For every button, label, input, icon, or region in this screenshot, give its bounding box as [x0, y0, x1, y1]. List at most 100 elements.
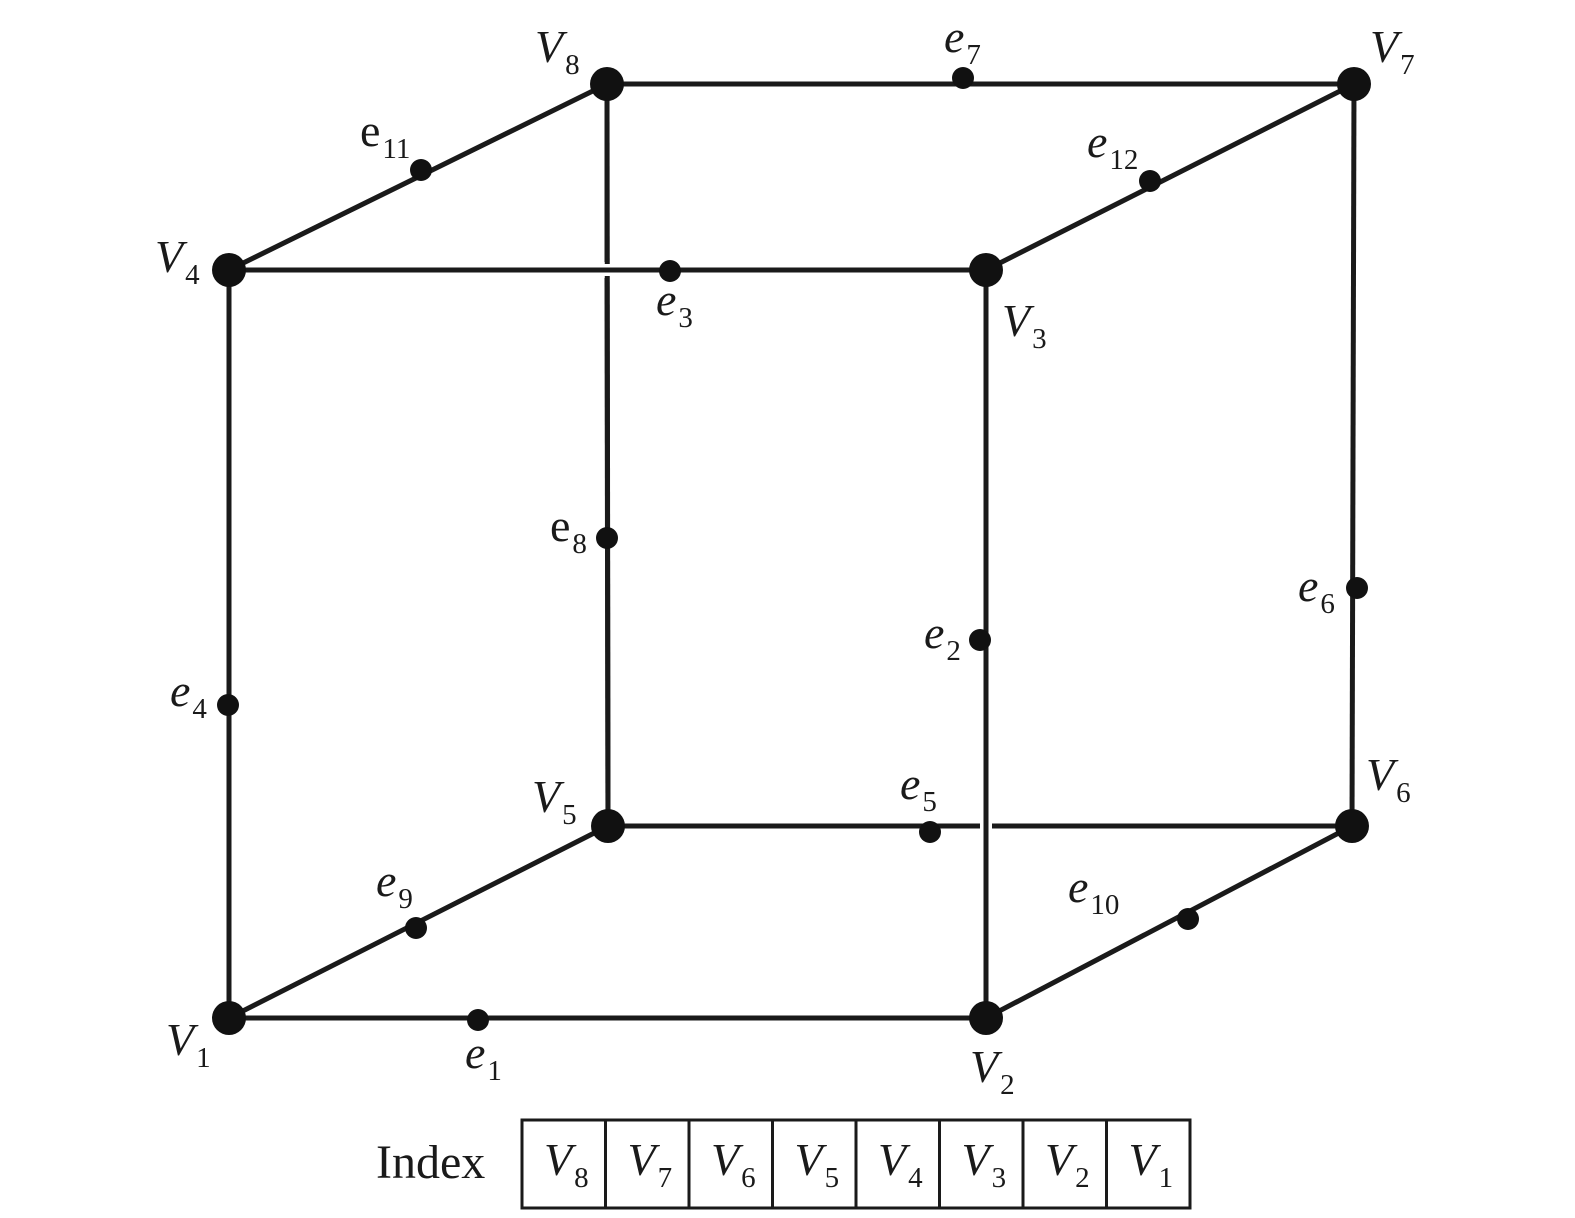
- index-cell-label: V1: [1129, 1134, 1174, 1194]
- edge-label-e5-subscript: 5: [922, 786, 937, 818]
- edge-midpoint-e2: [969, 629, 991, 651]
- edge-label-e4-subscript: 4: [192, 693, 207, 725]
- edge-label-e12-letter: e: [1087, 116, 1107, 167]
- edge-midpoint-e8: [596, 527, 618, 549]
- edge-midpoint-e5: [919, 821, 941, 843]
- edge-label-e11-subscript: 11: [382, 133, 410, 165]
- edge-label-e6: e6: [1298, 560, 1335, 620]
- edge-midpoint-e9: [405, 917, 427, 939]
- edge-label-e6-letter: e: [1298, 560, 1318, 611]
- index-cell-label-letter: V: [795, 1134, 828, 1185]
- edge-label-e2-subscript: 2: [946, 635, 961, 667]
- index-cell-label-letter: V: [628, 1134, 661, 1185]
- vertex-label-V6-letter: V: [1366, 749, 1399, 800]
- edge-label-e3: e3: [656, 274, 693, 334]
- index-cell: V1: [1105, 1118, 1192, 1210]
- vertex-V7: [1337, 67, 1371, 101]
- edge-label-e10: e10: [1068, 861, 1119, 921]
- index-cell-label-subscript: 5: [825, 1162, 840, 1194]
- edge-midpoint-e12: [1139, 170, 1161, 192]
- index-cell-box: [604, 1118, 691, 1210]
- vertices-layer: [212, 67, 1371, 1035]
- index-cell-label: V3: [962, 1134, 1007, 1194]
- edge-label-e11: e11: [360, 105, 410, 165]
- edge-midpoint-e7: [952, 67, 974, 89]
- index-cell-box: [854, 1118, 941, 1210]
- edge-label-e2: e2: [924, 607, 961, 667]
- index-cell-label-subscript: 6: [741, 1162, 756, 1194]
- index-cell-label-letter: V: [1045, 1134, 1078, 1185]
- vertex-label-V7-letter: V: [1370, 21, 1403, 72]
- edge-label-e7-subscript: 7: [966, 39, 981, 71]
- edge-e10: [984, 823, 1354, 1021]
- index-cell-box: [938, 1118, 1025, 1210]
- vertex-label-V4: V4: [155, 231, 200, 291]
- index-cell: V5: [771, 1118, 858, 1210]
- vertex-V8: [590, 67, 624, 101]
- vertex-V5: [591, 809, 625, 843]
- vertex-label-V8-letter: V: [535, 21, 568, 72]
- edge-label-e9-letter: e: [376, 855, 396, 906]
- edge-label-e8-subscript: 8: [572, 528, 587, 560]
- index-cell-label-letter: V: [1129, 1134, 1162, 1185]
- vertex-label-V2: V2: [970, 1041, 1015, 1101]
- vertex-label-V3-letter: V: [1002, 295, 1035, 346]
- vertex-label-V7: V7: [1370, 21, 1415, 81]
- edge-label-e4: e4: [170, 665, 207, 725]
- edge-label-e6-subscript: 6: [1320, 588, 1335, 620]
- vertex-label-V8: V8: [535, 21, 580, 81]
- edge-midpoint-e11: [410, 159, 432, 181]
- index-cell: V3: [938, 1118, 1025, 1210]
- index-cell-box: [771, 1118, 858, 1210]
- index-cell-label: V8: [544, 1134, 589, 1194]
- vertex-label-V1-letter: V: [166, 1014, 199, 1065]
- vertex-label-V1-subscript: 1: [196, 1042, 211, 1074]
- vertex-V2: [969, 1001, 1003, 1035]
- edge-midpoint-e4: [217, 694, 239, 716]
- edge-label-e12-subscript: 12: [1109, 144, 1138, 176]
- edges-layer: [226, 81, 1357, 1021]
- vertex-label-V3: V3: [1002, 295, 1047, 355]
- edge-label-e7: e7: [944, 11, 981, 71]
- edge-label-e2-letter: e: [924, 607, 944, 658]
- edge-midpoint-e10: [1177, 908, 1199, 930]
- edge-label-e1-letter: e: [465, 1027, 485, 1078]
- vertex-label-V3-subscript: 3: [1032, 323, 1047, 355]
- edge-label-e8-letter: e: [550, 500, 570, 551]
- index-cell-label: V7: [628, 1134, 673, 1194]
- edge-e6: [1349, 83, 1357, 827]
- edge-e12: [984, 81, 1356, 273]
- vertex-label-V7-subscript: 7: [1400, 49, 1415, 81]
- edge-label-e10-letter: e: [1068, 861, 1088, 912]
- index-cell: V4: [854, 1118, 941, 1210]
- edge-e8-lower: [604, 277, 611, 827]
- index-cell: V8: [520, 1118, 607, 1210]
- vertex-label-V8-subscript: 8: [565, 49, 580, 81]
- vertex-V3: [969, 253, 1003, 287]
- index-cell-label-subscript: 7: [658, 1162, 673, 1194]
- index-cell-label-subscript: 3: [992, 1162, 1007, 1194]
- index-cell-label-subscript: 1: [1159, 1162, 1174, 1194]
- vertex-label-V6-subscript: 6: [1396, 777, 1411, 809]
- vertex-label-V6: V6: [1366, 749, 1411, 809]
- edge-label-e9: e9: [376, 855, 413, 915]
- index-cell-label-subscript: 2: [1075, 1162, 1090, 1194]
- edge-label-e4-letter: e: [170, 665, 190, 716]
- index-cell: V2: [1021, 1118, 1108, 1210]
- edge-label-e1-subscript: 1: [487, 1055, 502, 1087]
- edge-midpoint-e6: [1346, 577, 1368, 599]
- index-cell-label-subscript: 8: [574, 1162, 589, 1194]
- vertex-label-V2-subscript: 2: [1000, 1069, 1015, 1101]
- vertex-label-V4-subscript: 4: [185, 259, 200, 291]
- vertex-V4: [212, 253, 246, 287]
- index-cell-label: V6: [711, 1134, 756, 1194]
- edge-label-e11-letter: e: [360, 105, 380, 156]
- index-cell-box: [520, 1118, 607, 1210]
- edge-label-e12: e12: [1087, 116, 1138, 176]
- edge-midpoints-layer: [217, 67, 1368, 1031]
- edge-label-e5: e5: [900, 758, 937, 818]
- index-cell: V6: [687, 1118, 774, 1210]
